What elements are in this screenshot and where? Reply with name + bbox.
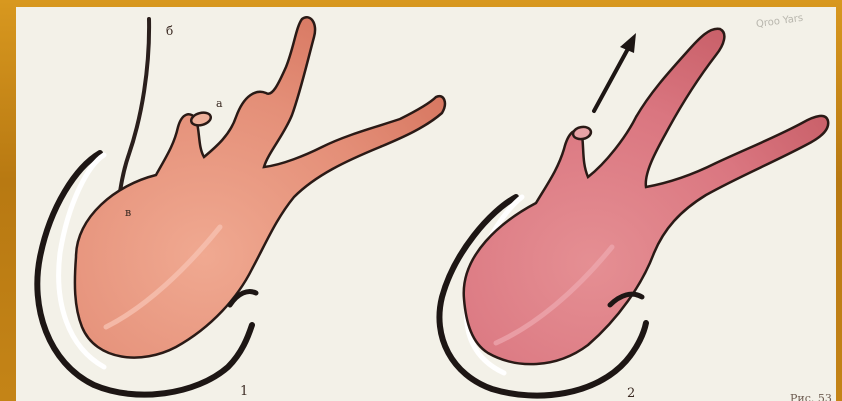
label-b: б <box>166 25 173 37</box>
figure-2 <box>439 29 828 396</box>
body-1 <box>75 17 445 357</box>
arrow-head <box>620 33 636 53</box>
figure-number-2: 2 <box>627 387 635 400</box>
arrow-shaft <box>594 45 630 111</box>
figure-1 <box>37 17 445 394</box>
label-v: в <box>125 207 131 218</box>
figure-caption: Рис. 53 <box>790 393 832 401</box>
proboscis-tip-2 <box>572 126 592 141</box>
figure-number-1: 1 <box>240 385 248 398</box>
tube-b <box>118 19 149 205</box>
illustration-scene <box>16 7 836 401</box>
proboscis-tip-1 <box>190 111 212 128</box>
illustration-paper: б a в 1 2 Рис. 53 Qroo Yars <box>16 7 836 401</box>
label-a: a <box>216 98 223 109</box>
